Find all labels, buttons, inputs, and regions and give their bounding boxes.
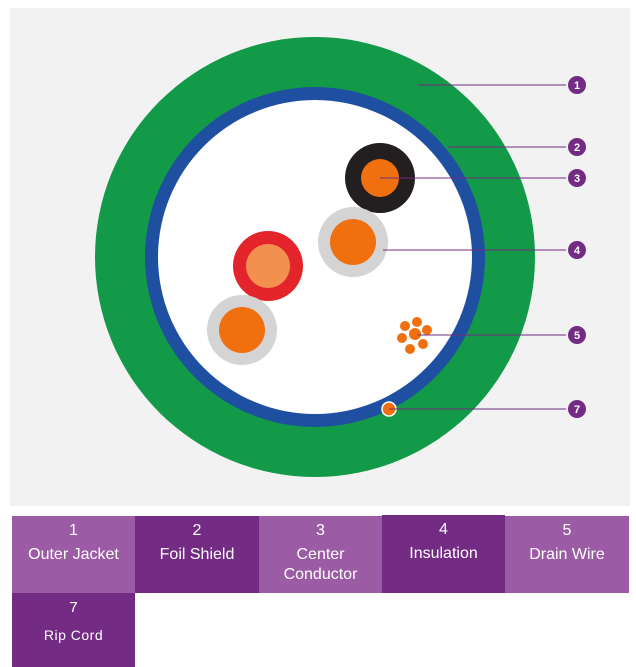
legend-item-foil-shield[interactable]: 2 Foil Shield <box>135 516 259 593</box>
callout-number: 5 <box>574 330 580 342</box>
callout-marker <box>568 138 586 156</box>
legend-item-drain-wire[interactable]: 5 Drain Wire <box>505 516 629 593</box>
legend-item-rip-cord[interactable]: 7 Rip Cord <box>12 593 135 667</box>
legend-item-outer-jacket[interactable]: 1 Outer Jacket <box>12 516 135 593</box>
drain-wire <box>397 317 432 354</box>
conductor-upper <box>330 219 376 265</box>
cable-core <box>158 100 472 414</box>
callout-number: 2 <box>574 142 580 154</box>
callout-marker <box>568 169 586 187</box>
drain-strand <box>418 339 428 349</box>
conductor-light <box>246 244 290 288</box>
callout-marker <box>568 241 586 259</box>
drain-strand <box>405 344 415 354</box>
callout-number: 4 <box>574 245 581 257</box>
legend-label: Foil Shield <box>159 546 235 563</box>
drain-strand <box>412 317 422 327</box>
callout-1: 1 <box>568 76 586 94</box>
component-legend: 1 Outer Jacket 2 Foil Shield 3 Center Co… <box>12 515 629 667</box>
legend-number: 3 <box>316 522 325 539</box>
legend-number: 4 <box>439 521 448 538</box>
callout-3: 3 <box>568 169 586 187</box>
callout-marker <box>568 326 586 344</box>
callout-marker <box>568 400 586 418</box>
legend-number: 2 <box>192 522 202 539</box>
callout-number: 7 <box>574 404 580 416</box>
legend-label: Rip Cord <box>43 627 104 643</box>
callout-7: 7 <box>568 400 586 418</box>
drain-strand <box>422 325 432 335</box>
legend-number: 1 <box>69 522 78 539</box>
legend-item-center-conductor[interactable]: 3 Center Conductor <box>259 516 382 593</box>
legend-label: Outer Jacket <box>28 546 119 563</box>
callout-2: 2 <box>568 138 586 156</box>
legend-label: Drain Wire <box>529 546 605 563</box>
drain-strand <box>409 328 421 340</box>
callout-number: 3 <box>574 173 580 185</box>
drain-strand <box>400 321 410 331</box>
legend-item-insulation[interactable]: 4 Insulation <box>382 515 505 593</box>
cable-diagram: 1 2 3 4 5 7 <box>95 37 586 477</box>
legend-number: 7 <box>69 599 78 616</box>
callout-5: 5 <box>568 326 586 344</box>
leader-lines <box>380 84 566 410</box>
callout-number: 1 <box>574 80 580 92</box>
legend-label: Center Conductor <box>283 546 358 583</box>
conductor-lower <box>219 307 265 353</box>
callout-4: 4 <box>568 241 586 259</box>
drain-strand <box>397 333 407 343</box>
legend-number: 5 <box>562 522 572 539</box>
legend-label: Insulation <box>409 545 478 562</box>
callout-marker <box>568 76 586 94</box>
